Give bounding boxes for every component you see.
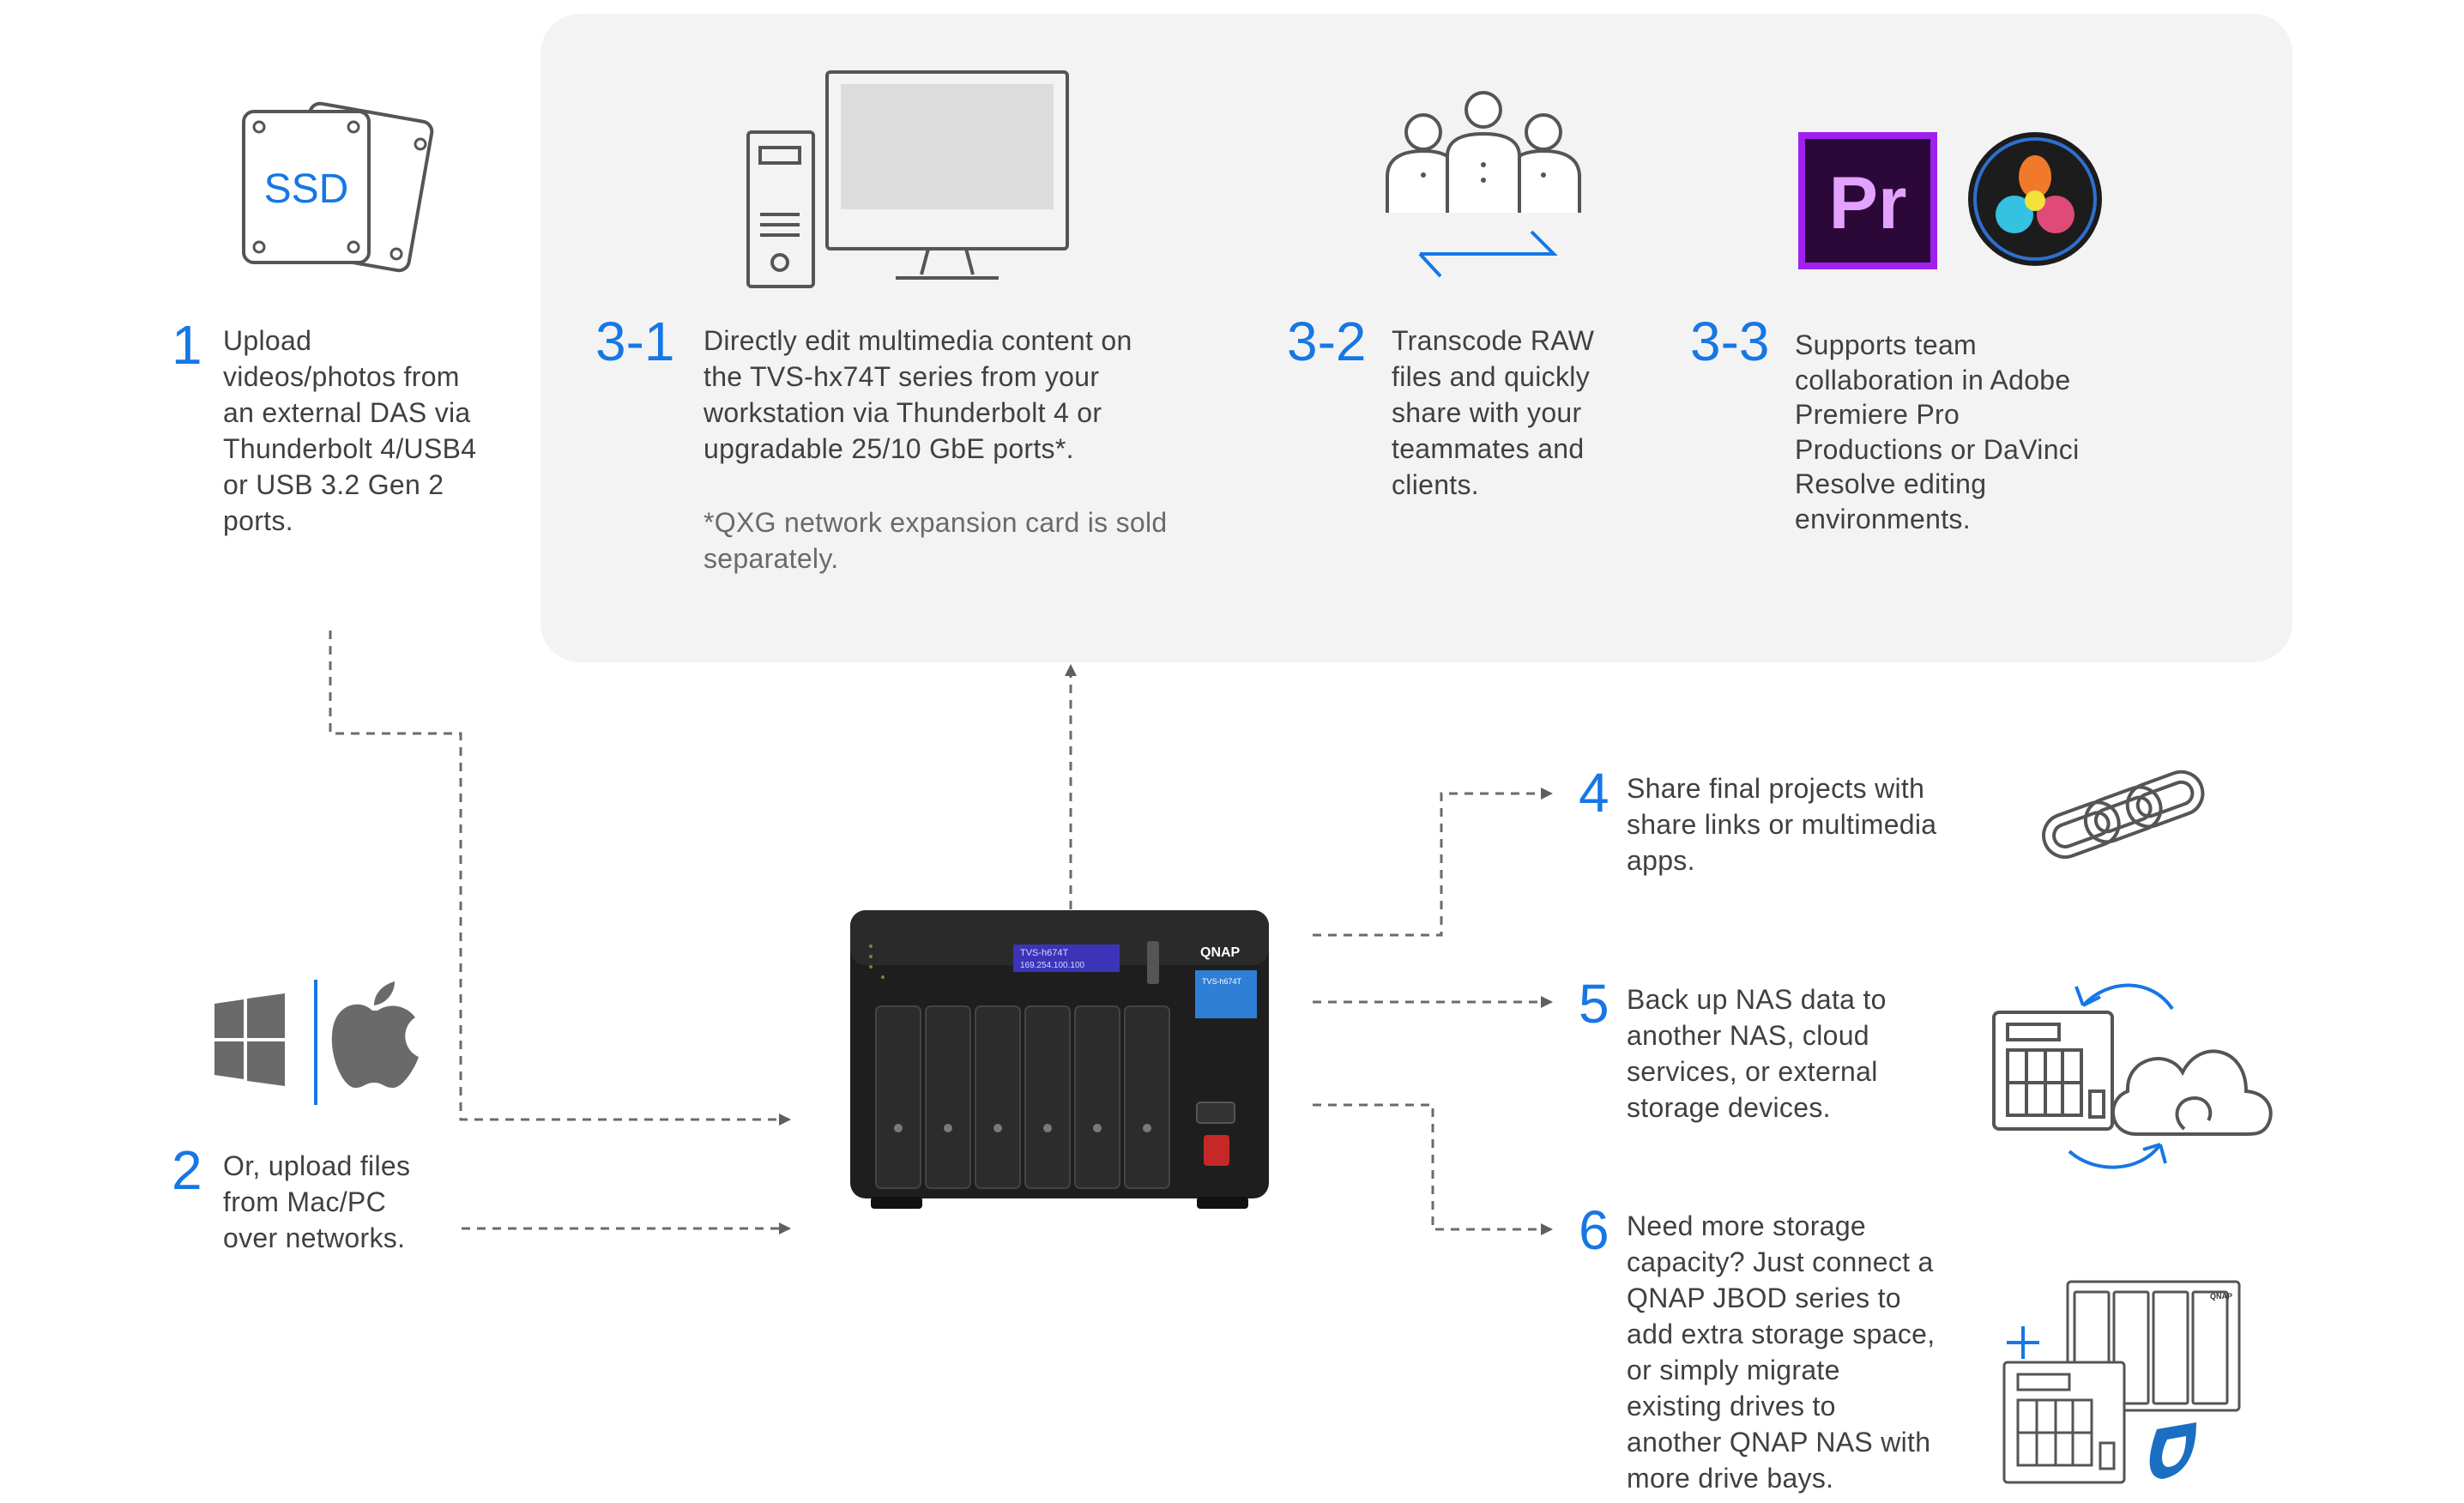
step-3-3-number: 3-3: [1690, 311, 1770, 372]
premiere-pro-icon: Pr: [1798, 132, 1937, 269]
svg-text:TVS-h674T: TVS-h674T: [1202, 977, 1242, 986]
svg-text:TVS-h674T: TVS-h674T: [1020, 948, 1069, 958]
step-2-number: 2: [172, 1139, 202, 1201]
nas-brand: QNAP: [1200, 945, 1241, 960]
premiere-label: Pr: [1829, 162, 1907, 244]
team-transcode-icon: [1386, 91, 1581, 278]
os-divider: [314, 980, 317, 1105]
line-nas-to-step4: [1313, 788, 1553, 937]
nas-device: TVS-h674T 169.254.100.100 QNAP TVS-h674T: [850, 910, 1269, 1209]
jbod-icon: QNAP: [2002, 1280, 2241, 1484]
windows-icon: [214, 993, 285, 1086]
share-link-icon: [2042, 770, 2205, 860]
os-icons: [214, 980, 419, 1105]
step-6-number: 6: [1579, 1199, 1609, 1261]
apple-icon: [331, 981, 419, 1088]
ssd-icon: SSD: [242, 101, 434, 273]
svg-text:169.254.100.100: 169.254.100.100: [1020, 961, 1085, 970]
step-5-number: 5: [1579, 973, 1609, 1035]
workstation-icon: [746, 70, 1069, 288]
step-4-number: 4: [1579, 762, 1609, 824]
ssd-label: SSD: [264, 166, 349, 212]
step-3-2-number: 3-2: [1287, 311, 1367, 372]
step-1-number: 1: [172, 314, 202, 376]
nas-sticker: [1195, 970, 1257, 1018]
backup-cloud-icon: [1992, 983, 2273, 1169]
line-nas-to-step6: [1313, 1103, 1553, 1235]
step-3-1-number: 3-1: [595, 311, 675, 372]
line-step1-to-nas: [329, 631, 791, 1126]
davinci-resolve-icon: [1968, 132, 2102, 266]
jbod-brand: QNAP: [2210, 1292, 2232, 1301]
nas-lcd: [1013, 945, 1120, 972]
